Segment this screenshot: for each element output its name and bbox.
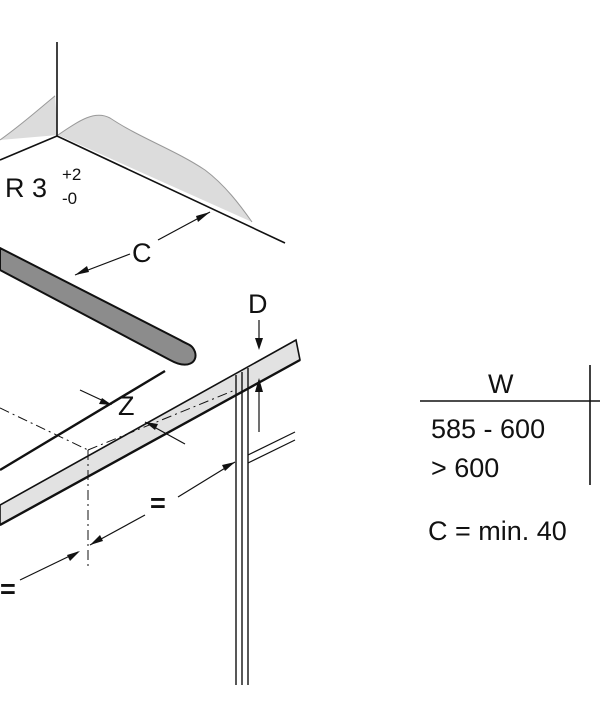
dimension-table: W 585 - 600 > 600 C = min. 40 (420, 365, 600, 546)
cabinet-side (235, 368, 296, 685)
dimension-d (255, 320, 263, 432)
table-note: C = min. 40 (428, 516, 567, 546)
radius-superscript: +2 (62, 165, 81, 184)
radius-subscript: -0 (62, 189, 77, 208)
dimension-c (74, 211, 211, 276)
centre-lines (0, 389, 236, 581)
table-row-2: > 600 (431, 453, 499, 483)
table-header-w: W (488, 369, 514, 399)
worktop (0, 338, 301, 527)
label-d: D (248, 289, 268, 319)
radius-main: R 3 (5, 173, 47, 203)
radius-label: R 3 (5, 173, 47, 203)
back-wall (0, 42, 286, 244)
label-z: Z (118, 391, 135, 421)
label-equal-left: = (0, 574, 16, 604)
cutout-groove (0, 247, 197, 366)
label-equal-right: = (150, 488, 166, 518)
dimension-z (79, 389, 186, 445)
table-row-1: 585 - 600 (431, 414, 545, 444)
label-c: C (132, 238, 152, 268)
